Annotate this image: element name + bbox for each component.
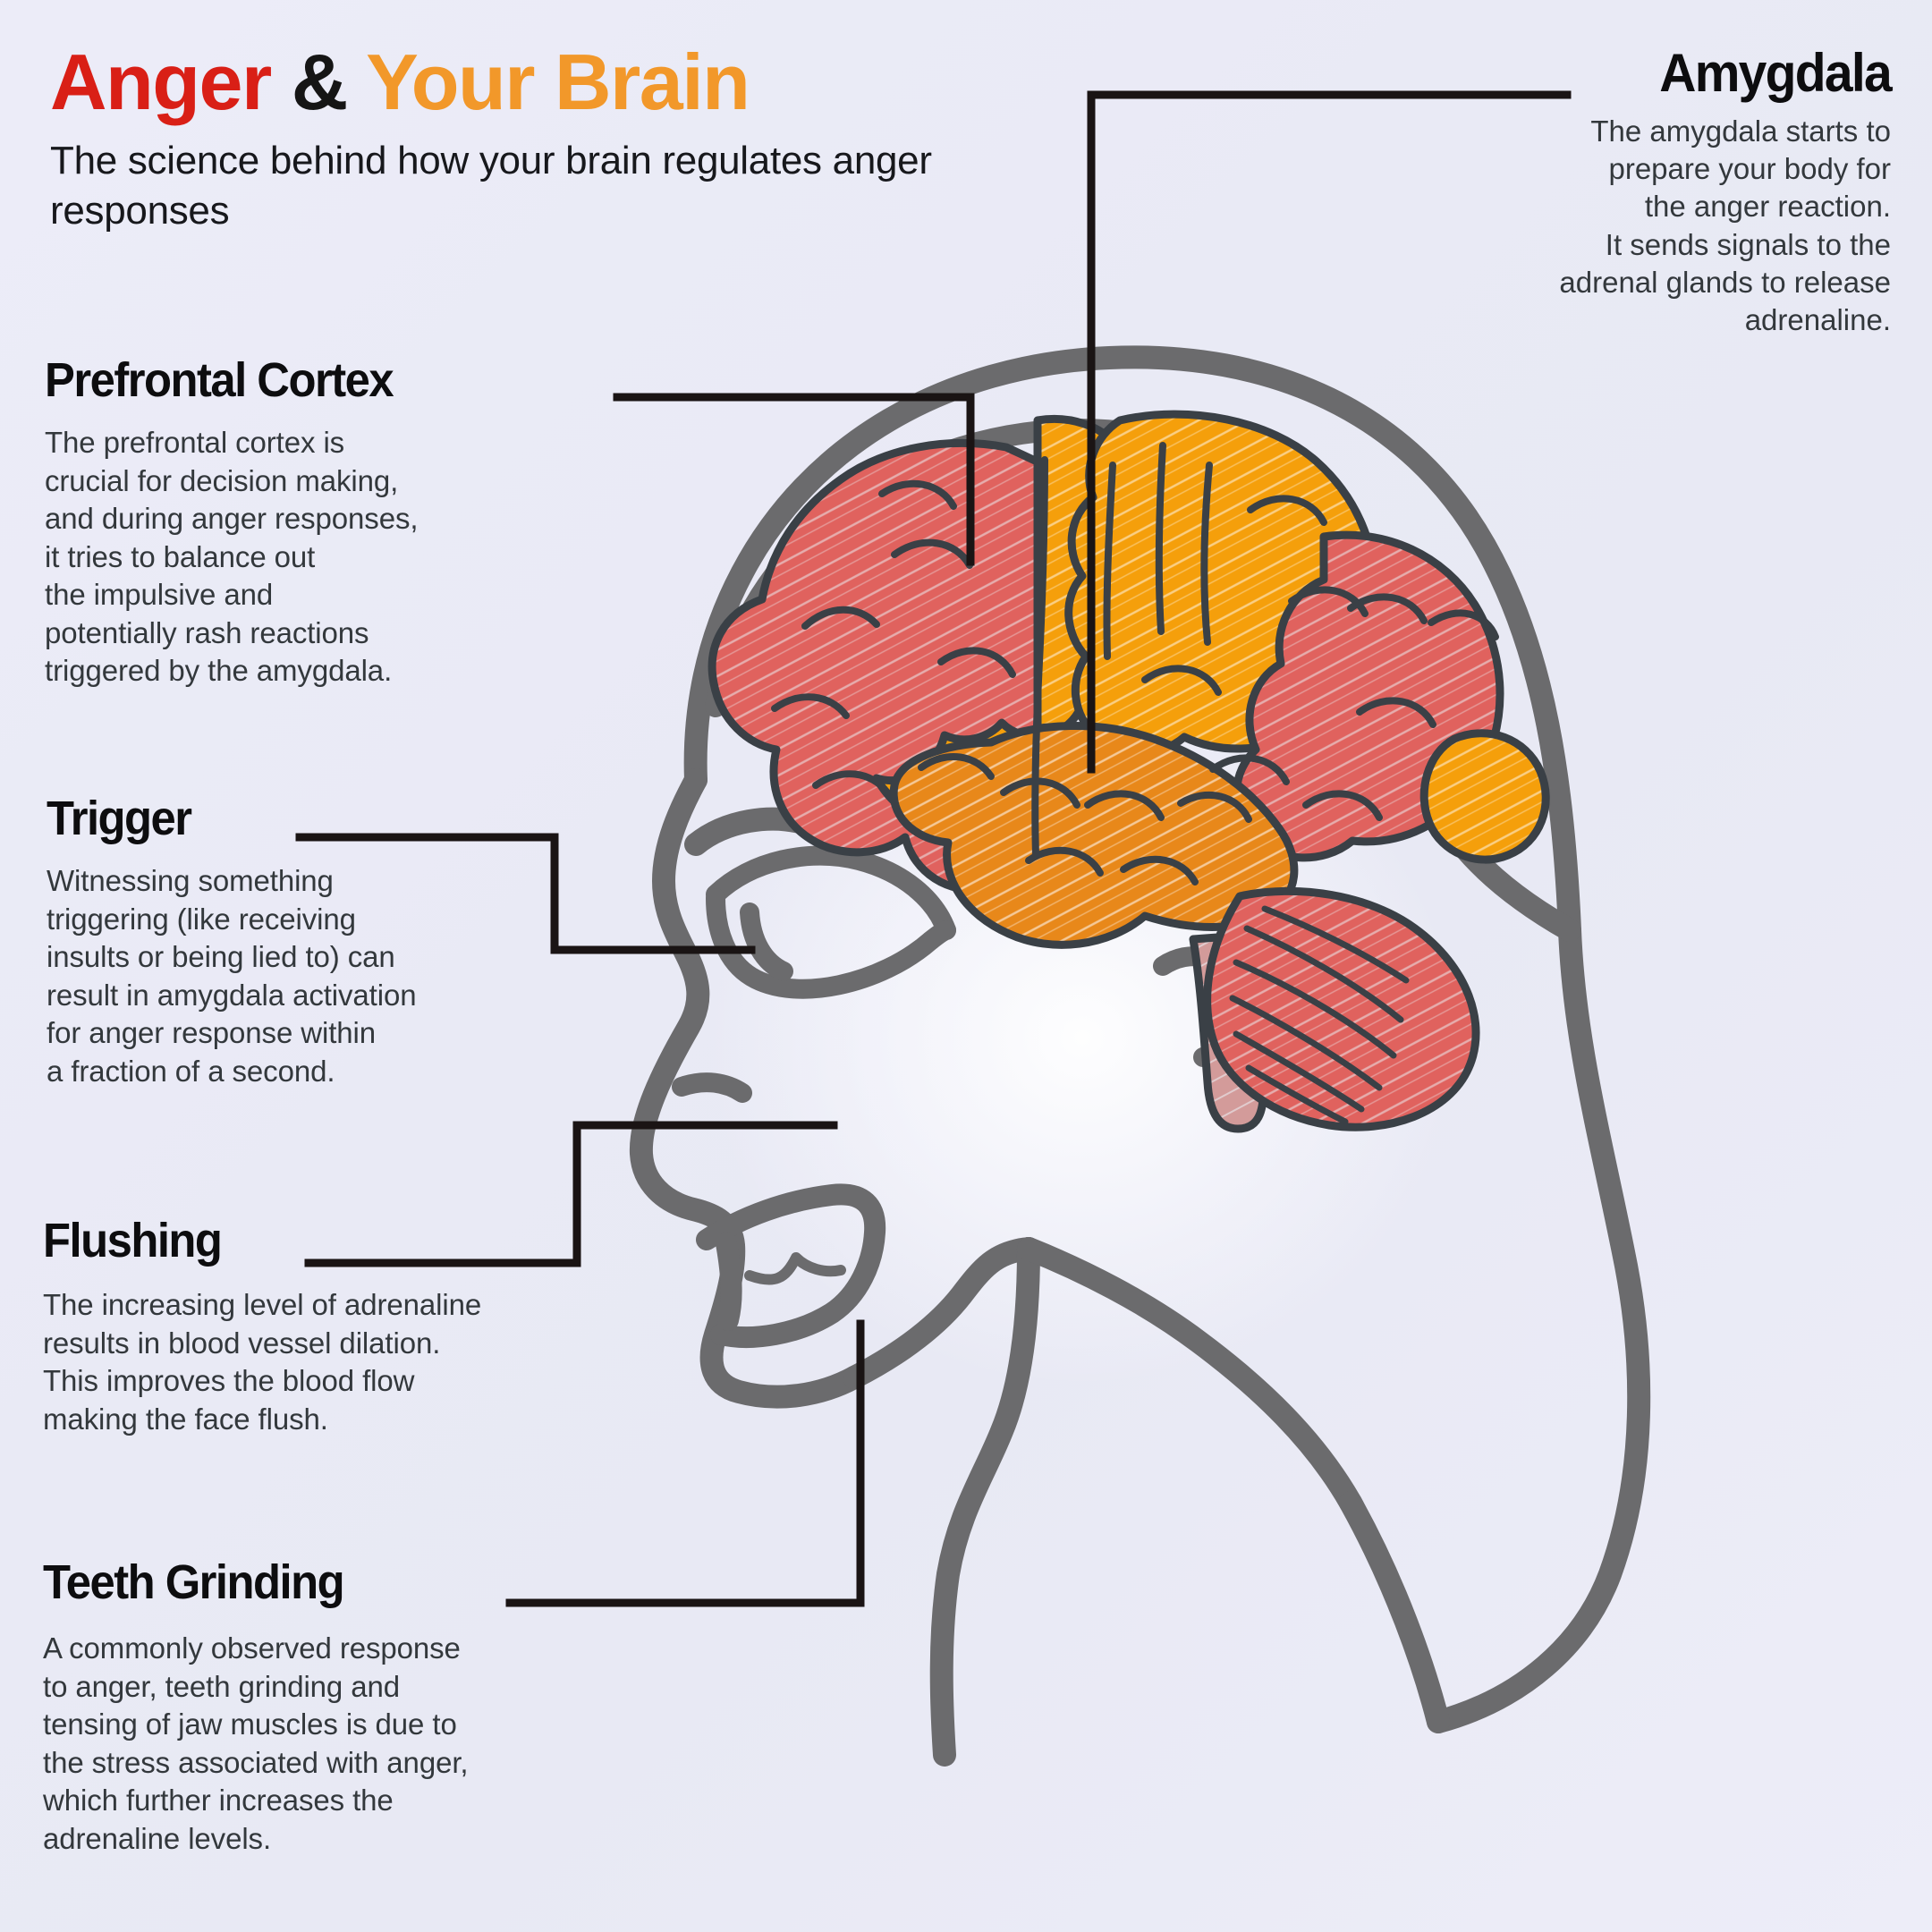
teeth-grinding-body: A commonly observed response to anger, t… (43, 1631, 469, 1855)
prefrontal-cortex-body: The prefrontal cortex is crucial for dec… (45, 426, 419, 688)
teeth-line (744, 1252, 846, 1285)
title-block: Anger & Your Brain The science behind ho… (50, 43, 945, 237)
title-word-your-brain: Your Brain (366, 38, 750, 126)
leader-teeth (505, 1319, 865, 1607)
section-flushing: Flushing The increasing level of adrenal… (43, 1216, 669, 1438)
leader-amygdala (1087, 90, 1572, 774)
trigger-body: Witnessing something triggering (like re… (47, 864, 417, 1088)
nostril (672, 1072, 752, 1103)
title-ampersand: & (291, 38, 349, 126)
brain-temporal-lobe (889, 722, 1299, 949)
teeth-grinding-heading: Teeth Grinding (43, 1555, 345, 1609)
title-word-anger: Anger (50, 38, 272, 126)
page-title: Anger & Your Brain (50, 43, 945, 122)
section-prefrontal-cortex: Prefrontal Cortex The prefrontal cortex … (45, 356, 599, 691)
cerebellum (1203, 886, 1480, 1131)
leader-flushing (304, 1121, 838, 1267)
amygdala-body: The amygdala starts to prepare your body… (1559, 114, 1891, 337)
trigger-heading: Trigger (47, 792, 192, 845)
leader-lines (295, 90, 1572, 1607)
leader-trigger (295, 833, 756, 954)
brain-orange-patch-right (1419, 729, 1550, 864)
brain-illustration (708, 410, 1550, 1133)
brain-sulci (771, 442, 1499, 886)
flushing-body: The increasing level of adrenaline resul… (43, 1288, 482, 1436)
section-teeth-grinding: Teeth Grinding A commonly observed respo… (43, 1558, 669, 1858)
prefrontal-cortex-heading: Prefrontal Cortex (45, 353, 394, 407)
head-silhouette (629, 345, 1651, 1767)
amygdala-heading: Amygdala (1659, 43, 1892, 103)
eye-icon (706, 845, 956, 999)
mouth-icon (696, 1183, 886, 1348)
leader-prefrontal (613, 393, 975, 566)
cerebellum-striations (1229, 905, 1410, 1125)
flushing-heading: Flushing (43, 1214, 223, 1267)
section-trigger: Trigger Witnessing something triggering … (47, 794, 601, 1090)
amygdala-block: Amygdala The amygdala starts to prepare … (1417, 43, 1892, 339)
subtitle: The science behind how your brain regula… (50, 139, 932, 233)
